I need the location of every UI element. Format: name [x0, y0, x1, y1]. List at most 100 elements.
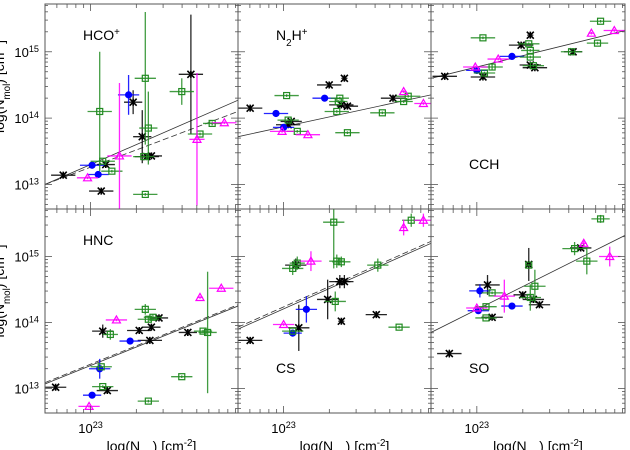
- data-point: [133, 152, 155, 161]
- asterisk-marker: [186, 70, 195, 79]
- data-point: [87, 51, 112, 172]
- asterisk-marker: [535, 300, 544, 309]
- data-point: [586, 39, 609, 47]
- data-point: [198, 271, 217, 394]
- square-marker: [284, 116, 292, 124]
- x-axis-title: log(NH2) [cm-2]: [107, 438, 197, 450]
- square-marker: [343, 129, 352, 137]
- triangle-marker: [82, 172, 93, 182]
- data-point: [79, 161, 105, 169]
- plot-area: [431, 214, 625, 358]
- data-point: [282, 261, 304, 276]
- fit-line-solid: [45, 99, 238, 185]
- square-marker: [208, 119, 216, 128]
- data-point: [388, 323, 410, 331]
- data-point: [323, 209, 345, 269]
- data-point: [45, 383, 67, 392]
- square-marker: [482, 314, 490, 322]
- panel-label: HCO+: [83, 27, 120, 44]
- diamond-marker: [88, 161, 96, 169]
- square-marker: [283, 91, 291, 100]
- triangle-marker: [470, 61, 481, 71]
- triangle-marker: [609, 25, 620, 35]
- plot-area: [45, 271, 238, 410]
- fit-line-dashed: [238, 240, 431, 328]
- data-point: [324, 291, 346, 312]
- panel-frame: [430, 208, 626, 414]
- data-point: [562, 242, 587, 256]
- x-axis-title: log(NH2) [cm-2]: [493, 438, 583, 450]
- fit-line-solid: [431, 235, 625, 333]
- data-point: [370, 109, 395, 117]
- data-point: [398, 86, 409, 96]
- panel-n2hplus: N2H+: [237, 3, 432, 210]
- triangle-marker: [586, 27, 597, 37]
- data-point: [394, 97, 413, 106]
- square-marker: [99, 157, 107, 165]
- asterisk-marker: [97, 187, 106, 196]
- square-marker: [531, 282, 539, 290]
- x-axis-title: log(NH2) [cm-2]: [300, 438, 390, 450]
- data-point: [143, 313, 163, 321]
- y-tick-label: 1015: [14, 44, 39, 60]
- data-point: [560, 48, 583, 56]
- triangle-marker: [302, 129, 313, 139]
- data-point: [289, 256, 305, 270]
- data-point: [212, 117, 237, 127]
- data-point: [329, 97, 348, 106]
- data-point: [337, 317, 346, 326]
- triangle-marker: [84, 401, 95, 410]
- square-marker: [199, 327, 207, 335]
- data-point: [295, 129, 321, 139]
- square-marker: [479, 34, 487, 42]
- square-marker: [525, 261, 533, 269]
- square-marker: [204, 328, 212, 337]
- square-marker: [526, 293, 534, 302]
- data-point: [87, 170, 109, 179]
- square-marker: [488, 289, 496, 297]
- asterisk-marker: [147, 151, 156, 160]
- y-tick-label: 1014: [14, 110, 39, 126]
- data-point: [463, 61, 488, 71]
- data-point: [493, 279, 516, 313]
- data-point: [396, 92, 421, 100]
- square-marker: [529, 62, 537, 70]
- data-point: [470, 34, 496, 42]
- data-point: [470, 72, 496, 82]
- data-point: [189, 72, 205, 206]
- data-point: [272, 123, 295, 131]
- data-point: [277, 116, 299, 124]
- diamond-marker: [88, 391, 96, 399]
- data-point: [137, 397, 159, 405]
- data-point: [367, 258, 389, 272]
- data-point: [92, 382, 114, 391]
- data-point: [481, 289, 503, 297]
- triangle-marker: [418, 215, 429, 224]
- data-point: [324, 107, 349, 116]
- asterisk-marker: [483, 280, 492, 289]
- panel-frame: [237, 3, 432, 210]
- asterisk-marker: [246, 336, 255, 345]
- data-point: [332, 256, 351, 268]
- asterisk-marker: [147, 323, 156, 332]
- data-point: [134, 11, 156, 145]
- panel-label: CS: [276, 360, 295, 376]
- data-point: [473, 69, 496, 77]
- asterisk-marker: [103, 386, 112, 395]
- panel-frame: [44, 3, 239, 210]
- asterisk-marker: [488, 313, 497, 322]
- asterisk-marker: [343, 102, 352, 111]
- triangle-marker: [578, 238, 589, 247]
- y-tick-label: 1013: [14, 381, 39, 397]
- square-marker: [330, 218, 338, 226]
- square-marker: [141, 74, 149, 82]
- data-point: [414, 98, 431, 108]
- data-point: [475, 314, 497, 322]
- panel-cch: CCH: [430, 3, 626, 210]
- asterisk-marker: [294, 323, 303, 332]
- data-point: [78, 401, 100, 410]
- asterisk-marker: [340, 74, 349, 83]
